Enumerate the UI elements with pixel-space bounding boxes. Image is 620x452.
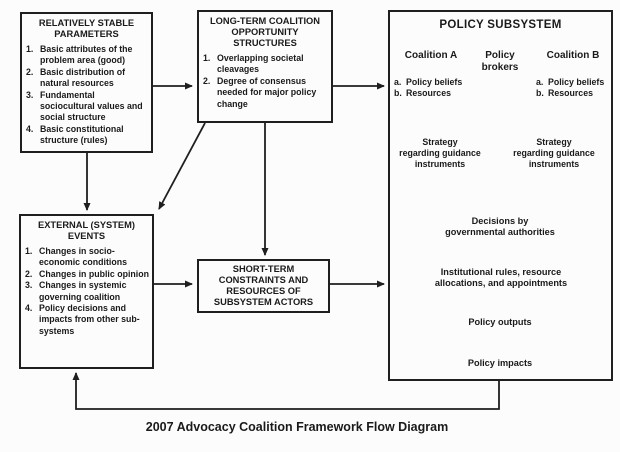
policy-brokers-line: Policy [485,50,515,61]
list-item: b. Resources [394,88,482,99]
item-text: Changes in systemic governing coalition [39,280,127,302]
institutional-line: allocations, and appointments [434,278,568,288]
box-policy-subsystem: POLICY SUBSYSTEM Coalition A Policy brok… [388,10,613,381]
policy-impacts-label: Policy impacts [467,358,533,368]
item-letter: b. [536,88,544,99]
decisions-line: Decisions by [471,216,529,226]
stable-list: 1. Basic attributes of the problem area (… [22,42,151,147]
external-list: 1. Changes in socio-economic conditions 2… [21,244,152,337]
arrow-feedback-loop-to-external [72,372,500,410]
item-number: 2. [203,75,211,86]
strategy-a-line: Strategy [422,137,458,147]
item-text: Changes in public opinion [39,268,149,279]
longterm-list: 1. Overlapping societal cleavages 2. Degre… [199,51,331,110]
box-shortterm-constraints: SHORT-TERM CONSTRAINTS AND RESOURCES OF … [197,259,330,313]
subsystem-title: POLICY SUBSYSTEM [439,19,562,31]
strategy-a-line: instruments [414,159,466,169]
item-text: Fundamental sociocultural values and soc… [40,89,143,123]
strategy-b-label: Strategy regarding guidance instruments [506,137,602,170]
list-item: 1. Changes in socio-economic conditions [25,246,150,269]
item-text: Policy beliefs [406,77,463,87]
item-text: Policy beliefs [548,77,605,87]
list-item: a. Policy beliefs [394,77,482,88]
longterm-title: LONG-TERM COALITION OPPORTUNITY STRUCTUR… [209,16,320,48]
item-text: Basic distribution of natural resources [40,66,126,89]
decisions-label: Decisions by governmental authorities [425,216,575,238]
box-external-system-events: EXTERNAL (SYSTEM) EVENTS 1. Changes in so… [19,214,154,369]
item-number: 2. [25,268,33,279]
strategy-b-line: instruments [528,159,580,169]
stable-title: RELATIVELY STABLE PARAMETERS [38,18,135,39]
strategy-b-line: Strategy [536,137,572,147]
item-number: 3. [25,280,33,291]
coalition-a-list: a. Policy beliefs b. Resources [394,77,482,100]
list-item: a. Policy beliefs [536,77,612,88]
list-item: 2. Basic distribution of natural resource… [26,67,149,90]
item-text: Overlapping societal cleavages [217,53,304,75]
item-number: 1. [25,246,33,256]
institutional-line: Institutional rules, resource [440,267,562,277]
item-number: 4. [26,123,34,134]
coalition-b-heading: Coalition B [546,50,600,61]
list-item: 1. Overlapping societal cleavages [203,53,329,76]
item-text: Policy decisions and impacts from other … [39,303,140,336]
list-item: 4. Basic constitutional structure (rules) [26,124,149,147]
list-item: 1. Basic attributes of the problem area (… [26,44,149,67]
item-letter: a. [536,77,544,87]
external-title: EXTERNAL (SYSTEM) EVENTS [38,220,135,241]
item-number: 4. [25,303,33,314]
item-text: Degree of consensus needed for major pol… [217,75,317,109]
diagram-caption: 2007 Advocacy Coalition Framework Flow D… [145,420,449,434]
item-number: 1. [26,44,34,54]
item-number: 2. [26,66,34,77]
strategy-a-line: regarding guidance [399,148,481,158]
coalition-a-heading: Coalition A [404,50,458,61]
arrow-longterm-to-external [158,122,206,210]
list-item: 3. Fundamental sociocultural values and s… [26,90,149,124]
list-item: 3. Changes in systemic governing coalitio… [25,280,150,303]
box-relatively-stable-parameters: RELATIVELY STABLE PARAMETERS 1. Basic att… [20,12,153,153]
item-text: Basic constitutional structure (rules) [40,123,124,146]
policy-outputs-label: Policy outputs [468,317,532,327]
strategy-b-line: regarding guidance [513,148,595,158]
item-number: 1. [203,53,211,63]
item-letter: a. [394,77,402,87]
list-item: 2. Degree of consensus needed for major p… [203,76,329,110]
item-text: Resources [406,88,451,99]
policy-brokers-line: brokers [481,61,519,73]
coalition-b-list: a. Policy beliefs b. Resources [536,77,612,100]
item-letter: b. [394,88,402,99]
decisions-line: governmental authorities [445,227,555,237]
institutional-rules-label: Institutional rules, resource allocation… [408,267,594,289]
shortterm-title: SHORT-TERM CONSTRAINTS AND RESOURCES OF … [213,264,314,307]
strategy-a-label: Strategy regarding guidance instruments [392,137,488,170]
list-item: 4. Policy decisions and impacts from othe… [25,303,150,337]
item-text: Changes in socio-economic conditions [39,246,127,268]
item-text: Resources [548,88,593,99]
box-longterm-opportunity-structures: LONG-TERM COALITION OPPORTUNITY STRUCTUR… [197,10,333,123]
item-number: 3. [26,89,34,100]
item-text: Basic attributes of the problem area (go… [40,44,133,66]
policy-brokers-heading: Policy brokers [470,50,530,73]
list-item: b. Resources [536,88,612,99]
list-item: 2. Changes in public opinion [25,269,150,280]
